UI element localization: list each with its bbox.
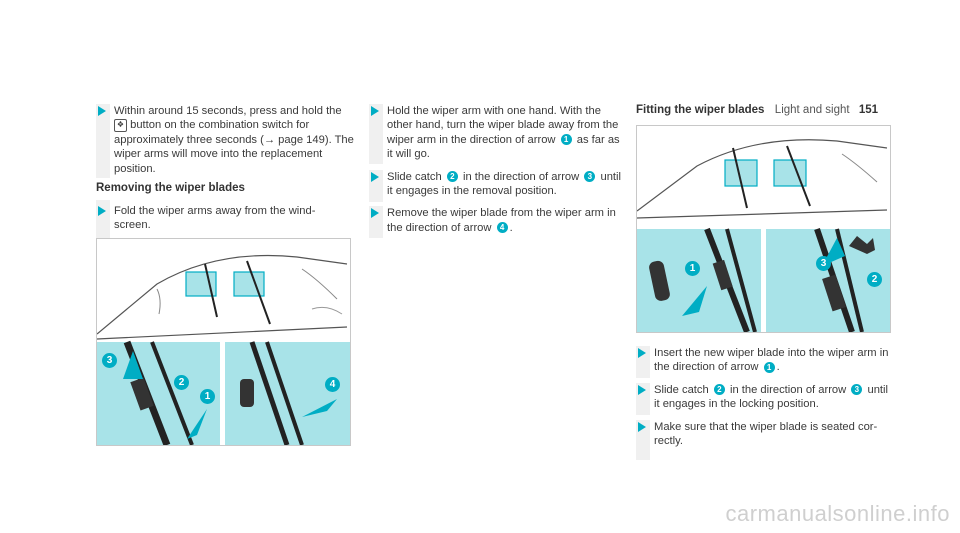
triangle-bullet-icon — [638, 384, 646, 395]
callout-1: 1 — [685, 261, 700, 276]
figure-fitting-blades: 1 3 2 — [636, 125, 891, 333]
callout-2: 2 — [867, 272, 882, 287]
callout-4: 4 — [496, 222, 508, 234]
page-number: 151 — [858, 104, 878, 116]
triangle-bullet-icon — [638, 421, 646, 432]
callout-3: 3 — [584, 171, 596, 183]
callout-2: 2 — [713, 384, 725, 396]
section-title: Light and sight — [774, 104, 850, 116]
callout-2: 2 — [446, 171, 458, 183]
step-remove-blade: Remove the wiper blade from the wiper ar… — [369, 206, 627, 239]
section-heading-fitting: Fitting the wiper blades — [636, 104, 765, 116]
step-insert-blade: Insert the new wiper blade into the wipe… — [636, 346, 894, 378]
step-fold-arms: Fold the wiper arms away from the wind- … — [96, 200, 354, 241]
figure-removing-blades: 3 2 1 4 — [96, 238, 351, 446]
triangle-bullet-icon — [98, 206, 106, 217]
column-middle: Hold the wiper arm with one hand. With t… — [369, 104, 627, 239]
callout-2: 2 — [174, 375, 189, 390]
triangle-bullet-icon — [371, 106, 379, 116]
triangle-bullet-icon — [371, 171, 379, 182]
step-check-seating: Make sure that the wiper blade is seated… — [636, 419, 894, 460]
callout-3: 3 — [816, 256, 831, 271]
callout-1: 1 — [560, 134, 572, 146]
column-left: Within around 15 seconds, press and hold… — [96, 104, 354, 241]
fitting-illustration — [637, 139, 890, 332]
section-heading-removing: Removing the wiper blades — [96, 182, 245, 195]
callout-3: 3 — [851, 384, 863, 396]
triangle-bullet-icon — [638, 348, 646, 358]
wiper-switch-icon: ❖ — [114, 118, 127, 132]
callout-1: 1 — [763, 361, 775, 373]
column-right-steps: Insert the new wiper blade into the wipe… — [636, 346, 894, 460]
step-slide-catch-removal: Slide catch 2 in the direction of arrow … — [369, 169, 627, 202]
callout-1: 1 — [200, 389, 215, 404]
step-hold-button: Within around 15 seconds, press and hold… — [96, 104, 354, 178]
step-turn-blade: Hold the wiper arm with one hand. With t… — [369, 104, 627, 164]
step-slide-catch-locking: Slide catch 2 in the direction of arrow … — [636, 382, 894, 415]
removing-illustration — [97, 254, 350, 445]
triangle-bullet-icon — [371, 208, 379, 219]
page-header: Light and sight 151 — [775, 104, 878, 116]
watermark: carmanualsonline.info — [725, 501, 950, 526]
column-right: Fitting the wiper blades — [636, 104, 891, 116]
callout-4: 4 — [325, 377, 340, 392]
triangle-bullet-icon — [98, 106, 106, 116]
callout-3: 3 — [102, 353, 117, 368]
